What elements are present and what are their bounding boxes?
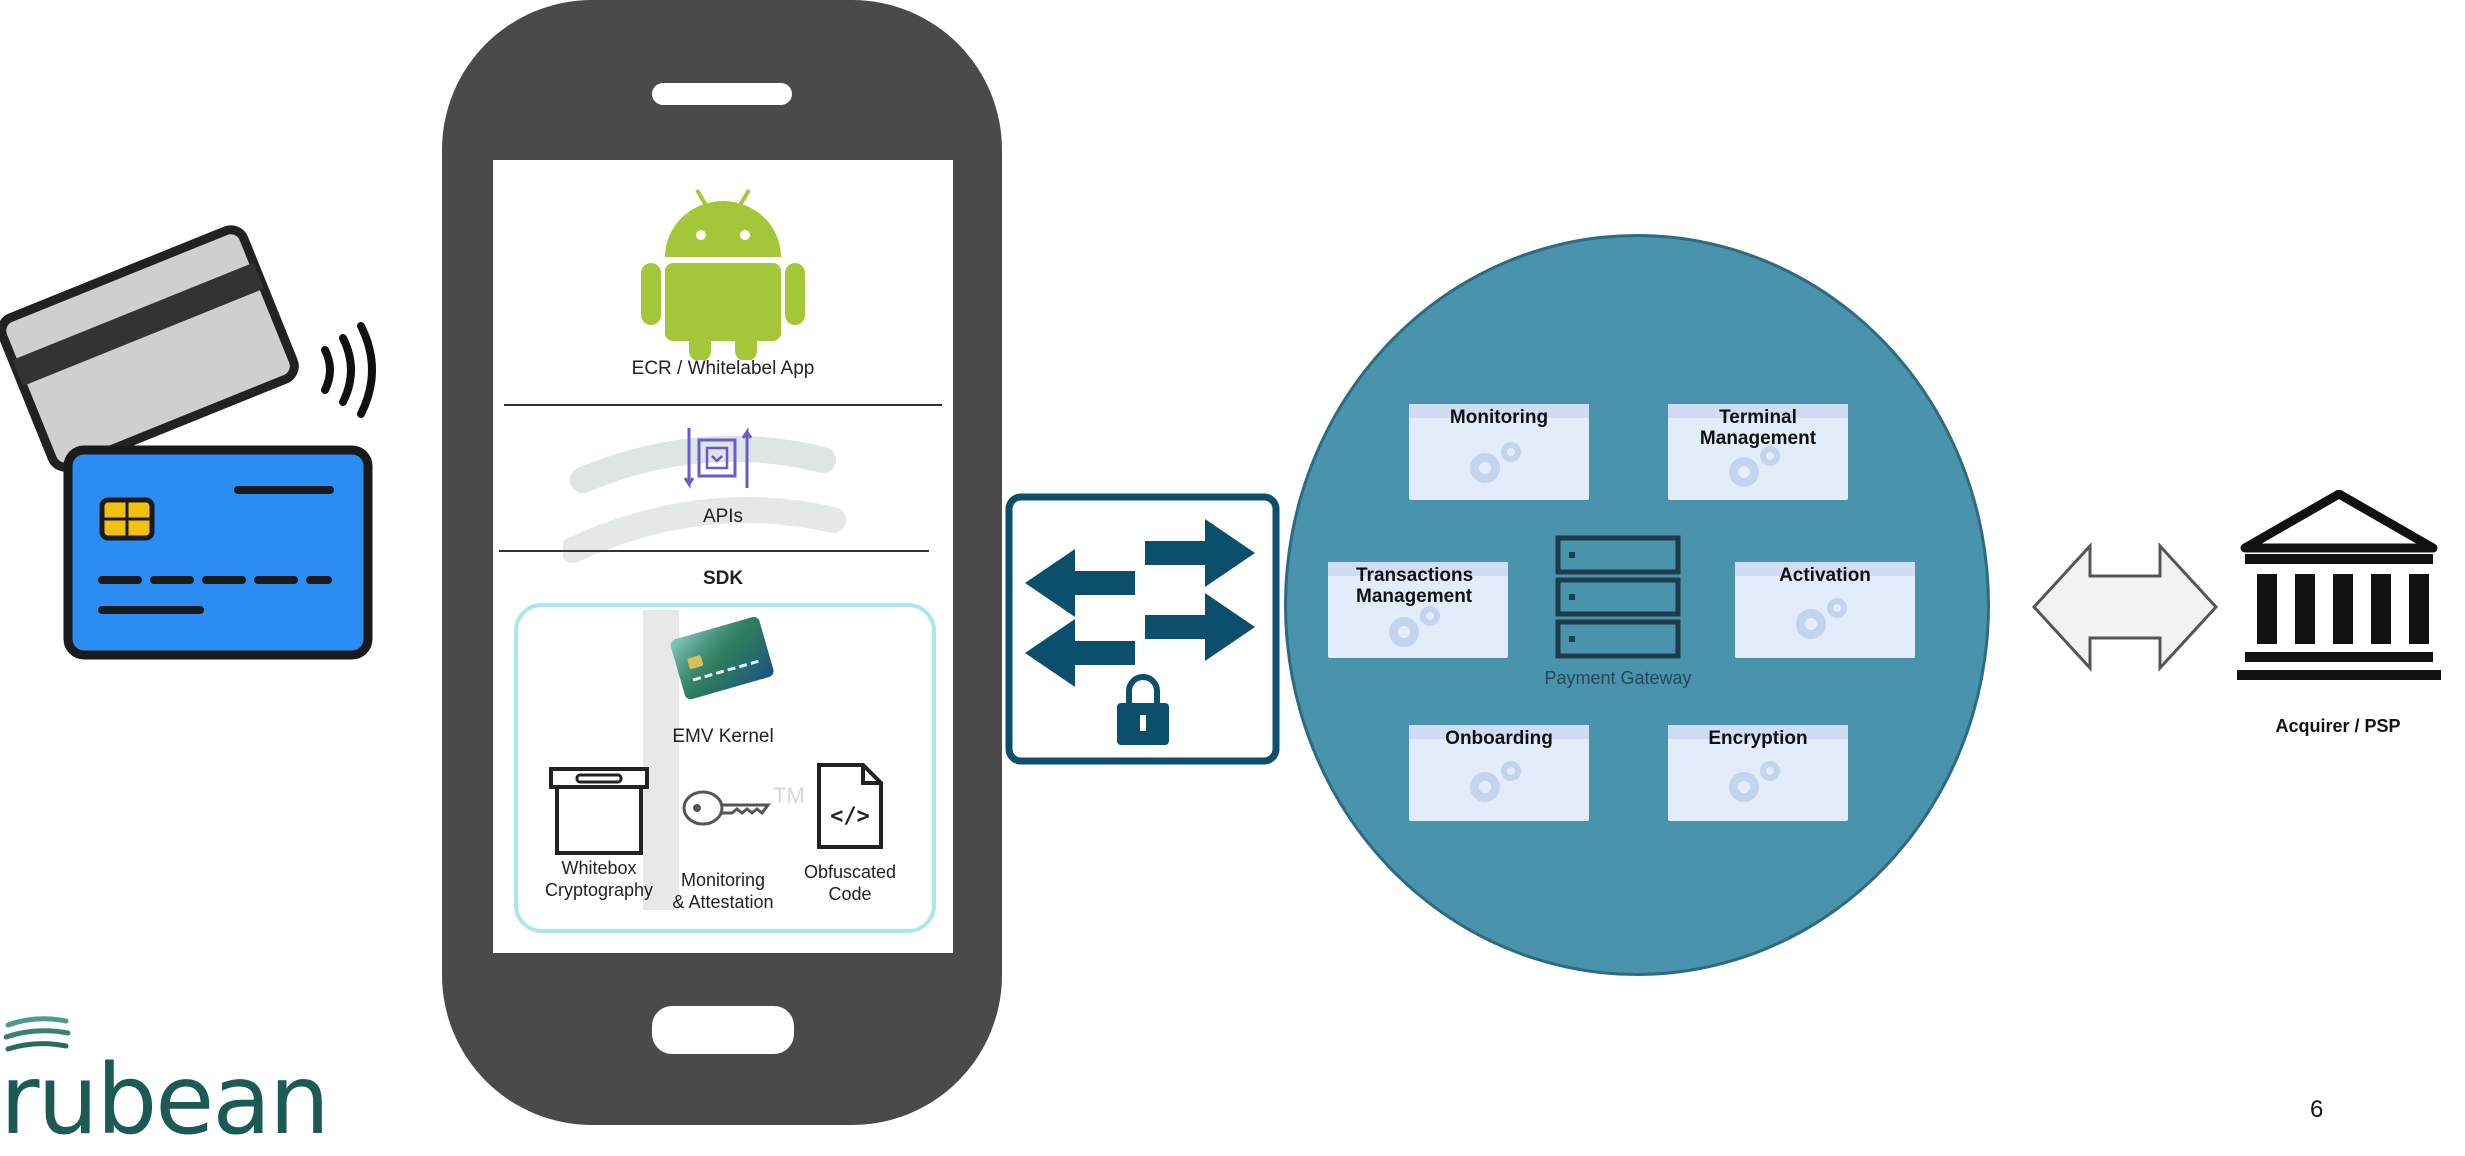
- secure-exchange-icon: [1005, 493, 1280, 765]
- gear-icon: [1470, 442, 1521, 483]
- service-title: Onboarding: [1445, 728, 1553, 749]
- contactless-cards-icon: [0, 225, 376, 660]
- service-encryption[interactable]: Encryption: [1668, 725, 1848, 821]
- service-title: Terminal: [1719, 407, 1797, 428]
- bank-icon: [2237, 490, 2441, 680]
- service-title: Transactions: [1356, 565, 1474, 586]
- watermark-tm: TM: [773, 783, 805, 808]
- whitebox-label-line2: Cryptography: [544, 880, 654, 900]
- phone-screen: TM ECR / Whitelabel App APIs SDK: [493, 160, 953, 953]
- service-monitoring[interactable]: Monitoring: [1409, 404, 1589, 500]
- divider-top: [504, 404, 942, 406]
- api-icon: [683, 427, 753, 489]
- gear-icon: [1470, 761, 1521, 802]
- brand-logo: rubean: [0, 1044, 330, 1156]
- divider-bottom: [499, 550, 929, 552]
- service-title-2: Management: [1699, 428, 1817, 449]
- service-title: Encryption: [1708, 728, 1808, 749]
- double-arrow-icon: [2031, 542, 2219, 672]
- gear-icon: [1796, 598, 1847, 639]
- server-icon: [1555, 535, 1681, 659]
- android-icon: [641, 188, 805, 360]
- brand-wave-icon: [4, 1016, 71, 1052]
- service-onboarding[interactable]: Onboarding: [1409, 725, 1589, 821]
- key-icon: [682, 790, 771, 826]
- service-title: Activation: [1779, 565, 1871, 586]
- apis-label: APIs: [702, 506, 744, 527]
- service-title: Monitoring: [1449, 407, 1549, 428]
- code-file-icon: </>: [817, 763, 883, 849]
- service-activation[interactable]: Activation: [1735, 562, 1915, 658]
- app-label: ECR / Whitelabel App: [631, 358, 815, 379]
- gear-icon: [1729, 761, 1780, 802]
- watermark-logo-icon: [563, 435, 846, 910]
- gear-icon: [1389, 606, 1440, 647]
- obfuscated-label-line2: Code: [828, 884, 872, 904]
- service-title-2: Management: [1356, 586, 1473, 607]
- gear-icon: [1729, 446, 1780, 487]
- monitoring-label-line2: & Attestation: [672, 892, 774, 912]
- whitebox-label-line1: Whitebox: [561, 858, 637, 878]
- sdk-label: SDK: [702, 568, 744, 589]
- emv-kernel-label: EMV Kernel: [672, 726, 774, 747]
- archive-box-icon: [549, 767, 649, 855]
- emv-card-icon: [670, 617, 774, 700]
- obfuscated-label-line1: Obfuscated: [803, 862, 897, 882]
- monitoring-label-line1: Monitoring: [680, 870, 766, 890]
- payment-gateway-label: Payment Gateway: [1544, 668, 1692, 688]
- page-number: 6: [2310, 1096, 2324, 1123]
- phone-speaker: [652, 83, 792, 105]
- sdk-container: [514, 603, 936, 933]
- phone-home-button[interactable]: [652, 1006, 794, 1054]
- svg-text:</>: </>: [830, 804, 870, 829]
- acquirer-label: Acquirer / PSP: [2275, 716, 2401, 736]
